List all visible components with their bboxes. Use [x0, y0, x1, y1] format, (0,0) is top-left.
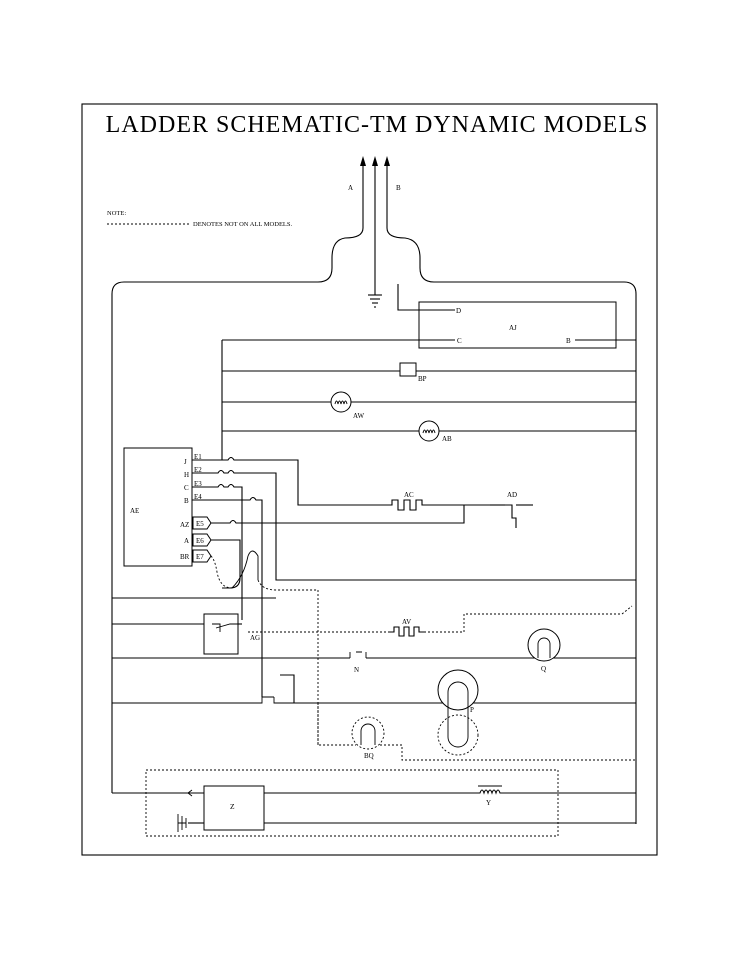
ad-label: AD: [507, 491, 517, 499]
ae-pin-az: AZ: [180, 521, 189, 529]
ground-symbol: [368, 294, 382, 308]
component-p: P: [437, 669, 479, 756]
component-ab: AB: [222, 420, 636, 443]
bp-label: BP: [418, 375, 427, 383]
ae-label: AE: [130, 507, 139, 515]
y-label: Y: [486, 799, 491, 807]
aw-label: AW: [353, 412, 364, 420]
ae-term-e1: E1: [194, 453, 202, 461]
ae-output-wiring: [192, 456, 636, 746]
ae-pin-c: C: [184, 484, 189, 492]
component-y: Y: [476, 785, 636, 807]
ae-term-e2: E2: [194, 466, 202, 474]
component-ad: AD: [490, 491, 533, 528]
note-text: DENOTES NOT ON ALL MODELS.: [193, 221, 292, 228]
ac-label: AC: [404, 491, 414, 499]
contact-703: [256, 674, 295, 709]
ae-term-e4: E4: [194, 493, 202, 501]
supply-label-a: A: [348, 184, 353, 192]
aj-terminal-b: B: [566, 337, 571, 345]
ae-pin-h: H: [184, 471, 189, 479]
optional-enclosure: [145, 769, 559, 837]
ae-pin-br: BR: [180, 553, 190, 561]
component-aj: D AJ C B: [397, 284, 636, 349]
chassis-ground-icon: [177, 814, 187, 832]
component-aw: AW: [222, 391, 636, 420]
q-label: Q: [541, 665, 546, 673]
z-label: Z: [230, 802, 235, 811]
component-bp: BP: [222, 362, 636, 383]
ae-term-e3: E3: [194, 480, 202, 488]
component-ae: AE J H C B AZ A BR E1 E2 E3 E4 E5 E6 E7: [123, 447, 212, 567]
component-n: N: [344, 651, 372, 674]
diagram-title: LADDER SCHEMATIC-TM DYNAMIC MODELS: [106, 112, 649, 138]
ab-label: AB: [442, 435, 452, 443]
page-frame: [81, 103, 658, 856]
component-bq: BQ: [317, 703, 636, 761]
component-av: AV: [248, 605, 633, 637]
av-label: AV: [402, 618, 411, 626]
n-label: N: [354, 666, 359, 674]
component-ac: AC: [385, 491, 464, 511]
component-q: Q: [527, 628, 561, 673]
ae-pin-a: A: [184, 537, 189, 545]
ag-label: AG: [250, 634, 260, 642]
ae-term-e5: E5: [196, 520, 204, 528]
ae-pin-j: J: [184, 458, 187, 466]
aj-terminal-c: C: [457, 337, 462, 345]
note-heading: NOTE:: [107, 210, 126, 217]
supply-label-b: B: [396, 184, 401, 192]
component-z: Z: [112, 785, 636, 832]
ae-term-e7: E7: [196, 553, 204, 561]
bq-label: BQ: [364, 752, 374, 760]
aj-terminal-d: D: [456, 307, 461, 315]
ae-pin-b: B: [184, 497, 189, 505]
supply-leads: A B: [111, 156, 637, 824]
component-ag: AG: [203, 613, 260, 655]
ae-term-e6: E6: [196, 537, 204, 545]
p-label: P: [470, 706, 474, 714]
aj-label: AJ: [509, 324, 517, 332]
